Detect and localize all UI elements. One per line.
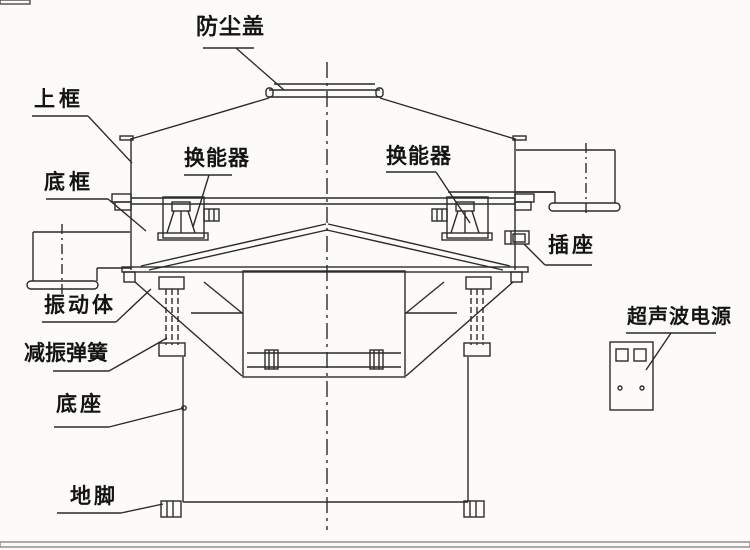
label-transducer-right: 换能器 bbox=[386, 144, 452, 168]
vibration-body-part bbox=[242, 270, 406, 378]
label-bottom-frame: 底框 bbox=[44, 170, 94, 194]
socket-part bbox=[504, 230, 530, 245]
label-upper-frame: 上框 bbox=[34, 87, 84, 111]
label-damping-spring: 减振弹簧 bbox=[24, 341, 108, 365]
strut-part bbox=[134, 281, 514, 377]
cone-part bbox=[140, 223, 511, 271]
label-dust-cover: 防尘盖 bbox=[196, 15, 266, 40]
dust-cover-part bbox=[265, 83, 384, 98]
spring-left-part bbox=[158, 276, 186, 357]
label-anchor-foot: 地脚 bbox=[70, 484, 118, 508]
lid-part bbox=[130, 97, 516, 140]
label-leader-lines bbox=[32, 47, 716, 514]
power-supply-part bbox=[609, 341, 654, 411]
label-base: 底座 bbox=[56, 392, 104, 416]
right-outlet-part bbox=[516, 143, 621, 216]
body-frame-part bbox=[119, 135, 527, 270]
label-vibration-body: 振动体 bbox=[44, 293, 116, 317]
bottom-flange-part bbox=[121, 266, 529, 283]
transducer-right-part bbox=[431, 196, 493, 241]
transducer-left-part bbox=[157, 196, 220, 241]
label-transducer-left: 换能器 bbox=[184, 146, 250, 170]
base-part bbox=[182, 357, 469, 503]
label-socket: 插座 bbox=[548, 233, 596, 257]
left-outlet-part bbox=[26, 224, 131, 297]
foot-right-part bbox=[463, 500, 485, 518]
spring-right-part bbox=[463, 276, 492, 357]
label-ultrasonic-power: 超声波电源 bbox=[627, 304, 732, 328]
foot-left-part bbox=[160, 500, 182, 518]
